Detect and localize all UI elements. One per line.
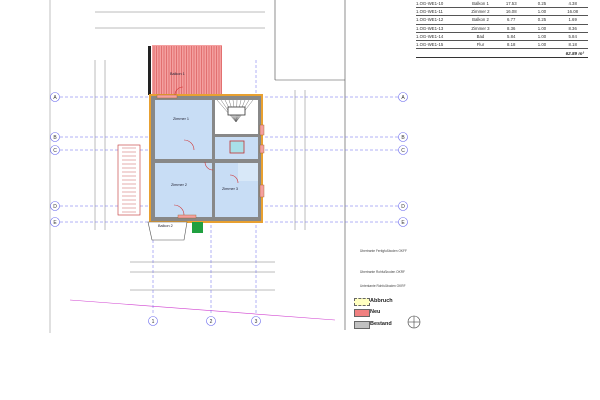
axis-marker-3: 3 <box>251 316 261 326</box>
axis-marker-C: C <box>50 145 60 155</box>
table-cell: Balkon 2 <box>472 17 489 23</box>
area-table-row: 1.OG-WE1-11 Zimmer 2 16.08 1.00 16.08 <box>416 8 588 17</box>
area-table-row: 1.OG-WE1-10 Balkon 1 17.53 0.25 4.38 <box>416 0 588 9</box>
area-table-row: 1.OG-WE1-14 Bad 5.84 1.00 5.84 <box>416 33 588 41</box>
table-cell: 16.08 <box>505 9 517 15</box>
axis-marker-D: D <box>398 201 408 211</box>
label-zimmer-3: Zimmer 3 <box>222 187 239 191</box>
axis-marker-E: E <box>50 217 60 227</box>
label-zimmer-2: Zimmer 2 <box>171 183 188 187</box>
table-cell: 1.OG-WE1-12 <box>416 17 444 23</box>
svg-text:2: 2 <box>210 319 213 325</box>
axis-marker-A: A <box>398 92 408 102</box>
table-cell: 1.00 <box>537 25 547 31</box>
table-cell: 16.08 <box>567 9 579 15</box>
table-cell: 0.25 <box>537 1 547 7</box>
neu-swatch <box>354 309 370 317</box>
table-cell: 1.69 <box>568 17 577 23</box>
svg-text:A: A <box>53 95 57 101</box>
table-cell: 4.38 <box>568 1 577 7</box>
axis-marker-D: D <box>50 201 60 211</box>
legend-okrf: Übertrante Rohfußboden OKRF <box>360 270 406 274</box>
svg-text:E: E <box>401 220 405 226</box>
axis-marker-1: 1 <box>148 316 158 326</box>
svg-text:C: C <box>401 148 405 154</box>
label-balkon-1: Balkon 1 <box>170 72 185 76</box>
area-total: 62.89 m² <box>416 49 588 59</box>
area-table-row: 1.OG-WE1-15 Flur 8.18 1.00 8.18 <box>416 41 588 50</box>
table-cell: 8.18 <box>568 42 577 48</box>
legend-bestand: Bestand <box>370 321 392 327</box>
area-table-row: 1.OG-WE1-13 Zimmer 3 8.36 1.00 8.36 <box>416 25 588 33</box>
staircase <box>215 100 258 134</box>
bestand-swatch <box>354 321 370 329</box>
table-cell: 1.OG-WE1-11 <box>416 9 443 15</box>
label-balkon-2: Balkon 2 <box>158 224 173 228</box>
svg-text:A: A <box>401 95 405 101</box>
table-cell: 0.25 <box>537 17 547 23</box>
table-cell: 1.OG-WE1-13 <box>416 25 444 31</box>
svg-text:B: B <box>401 135 405 141</box>
svg-text:E: E <box>53 220 57 226</box>
legend-neu: Neu <box>370 309 381 315</box>
table-cell: 1.OG-WE1-10 <box>416 1 444 7</box>
table-cell: 1.00 <box>537 9 547 15</box>
table-cell: 6.77 <box>507 17 516 23</box>
svg-text:B: B <box>53 135 57 141</box>
legend-abbruch: Abbruch <box>370 298 393 304</box>
table-cell: 1.OG-WE1-15 <box>416 42 444 48</box>
north-arrow-icon <box>407 315 421 329</box>
axis-marker-B: B <box>398 132 408 142</box>
table-cell: 5.84 <box>568 33 577 39</box>
table-cell: 8.36 <box>568 25 577 31</box>
room-zimmer-1 <box>155 100 212 159</box>
table-cell: Zimmer 2 <box>471 9 490 15</box>
legend-okff: Übertrante Fertigfußboden OKFF <box>360 249 407 253</box>
svg-text:D: D <box>53 204 57 210</box>
table-cell: 17.53 <box>505 1 517 7</box>
legend-ukrf: Unterkante Rohfußboden OKRF <box>360 284 406 288</box>
axis-marker-E: E <box>398 217 408 227</box>
label-zimmer-1: Zimmer 1 <box>173 117 190 121</box>
svg-text:3: 3 <box>255 319 258 325</box>
table-cell: 5.84 <box>507 33 516 39</box>
svg-text:D: D <box>401 204 405 210</box>
svg-text:C: C <box>53 148 57 154</box>
axis-marker-C: C <box>398 145 408 155</box>
axis-marker-B: B <box>50 132 60 142</box>
table-cell: 8.36 <box>507 25 516 31</box>
room-zimmer-2 <box>155 163 212 217</box>
svg-text:1: 1 <box>152 319 155 325</box>
table-cell: 1.OG-WE1-14 <box>416 33 444 39</box>
emergency-exit-sign <box>192 222 203 233</box>
table-cell: Bad <box>476 33 485 39</box>
table-cell: 1.00 <box>537 33 547 39</box>
axis-marker-A: A <box>50 92 60 102</box>
table-cell: Balkon 1 <box>472 1 489 7</box>
room-bad <box>238 163 258 181</box>
table-cell: Flur <box>476 42 485 48</box>
axis-marker-2: 2 <box>206 316 216 326</box>
balcony-2 <box>147 221 188 241</box>
table-cell: 1.00 <box>537 42 547 48</box>
abbruch-swatch <box>354 298 370 306</box>
balcony-1-hatch <box>152 45 222 95</box>
table-cell: Zimmer 3 <box>471 25 490 31</box>
area-table-row: 1.OG-WE1-12 Balkon 2 6.77 0.25 1.69 <box>416 16 588 25</box>
table-cell: 8.18 <box>507 42 516 48</box>
